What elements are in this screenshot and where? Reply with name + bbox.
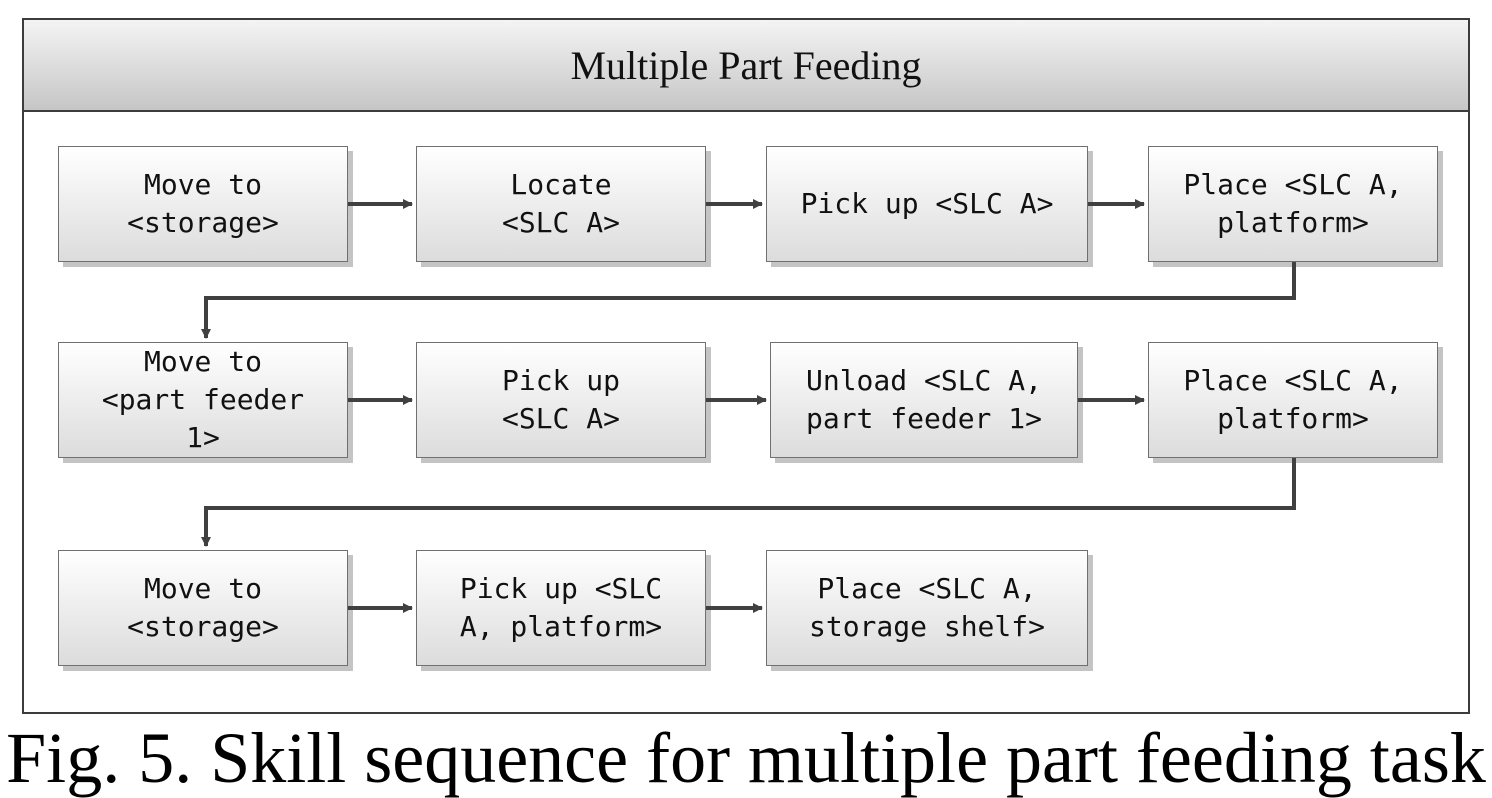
step-pick-up-slc-a-platform: Pick up <SLC A, platform>	[416, 550, 706, 666]
step-locate-slc-a: Locate <SLC A>	[416, 146, 706, 262]
arrow-connector	[201, 458, 1296, 547]
step-unload-slc-a-part-feeder-1: Unload <SLC A, part feeder 1>	[770, 342, 1078, 458]
figure-caption: Fig. 5. Skill sequence for multiple part…	[6, 718, 1486, 798]
step-place-slc-a-platform: Place <SLC A, platform>	[1148, 342, 1438, 458]
step-place-slc-a-platform: Place <SLC A, platform>	[1148, 146, 1438, 262]
step-pick-up-slc-a: Pick up <SLC A>	[766, 146, 1088, 262]
step-move-to-storage: Move to <storage>	[58, 550, 348, 666]
step-place-slc-a-storage-shelf: Place <SLC A, storage shelf>	[766, 550, 1088, 666]
step-move-to-storage: Move to <storage>	[58, 146, 348, 262]
arrow-connector	[201, 262, 1296, 339]
diagram-title: Multiple Part Feeding	[24, 20, 1468, 112]
step-pick-up-slc-a: Pick up <SLC A>	[416, 342, 706, 458]
step-move-to-part-feeder-1: Move to <part feeder 1>	[58, 342, 348, 458]
flow-arrows	[201, 199, 1296, 613]
